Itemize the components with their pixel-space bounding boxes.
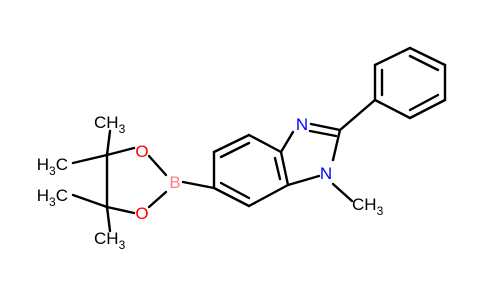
bond-c2-phenyl xyxy=(338,98,377,132)
bond-benzo-double-2 xyxy=(219,181,251,200)
bond-b-o-bottom xyxy=(147,190,168,209)
bond-n1-methyl xyxy=(331,182,354,203)
atom-o-bottom: O xyxy=(135,204,148,223)
atom-n1: N xyxy=(320,164,332,183)
bond-c5-boron xyxy=(181,180,216,190)
bond-n3-c3a xyxy=(279,130,295,154)
bond-o-top-c xyxy=(105,146,136,157)
phenyl-ring xyxy=(373,46,447,120)
bond-b-o-top xyxy=(147,154,168,177)
label-n-methyl: CH3 xyxy=(352,195,384,218)
bond-ph-double-2 xyxy=(408,93,440,112)
bond-c2-n3 xyxy=(309,122,342,132)
imidazole-ring xyxy=(279,98,377,203)
label-methyl-upper-left: H3C xyxy=(37,155,68,178)
bond-c3a-c4 xyxy=(247,133,283,154)
bond-methyl-lower-left xyxy=(71,193,109,209)
bond-methyl-bottom xyxy=(105,205,112,233)
bond-n1-c7a xyxy=(286,174,321,187)
bond-c6-c7 xyxy=(212,186,251,208)
bond-methyl-top xyxy=(105,129,112,157)
label-methyl-bottom: CH3 xyxy=(94,229,126,252)
bond-ph-5 xyxy=(373,98,412,120)
bond-ph-4 xyxy=(408,98,447,120)
atom-boron: B xyxy=(169,173,180,192)
label-methyl-top: CH3 xyxy=(94,113,126,136)
bond-ph-2 xyxy=(408,46,447,67)
bond-benzo-double-1 xyxy=(219,141,251,159)
bond-c7a-c3a xyxy=(279,150,290,187)
bond-c2-n1 xyxy=(331,128,342,162)
bond-benzo-double-3 xyxy=(273,156,282,181)
bond-methyl-upper-left xyxy=(71,153,109,165)
bond-c7-c7a xyxy=(247,183,290,208)
bond-ph-1 xyxy=(373,46,412,67)
benzo-ring xyxy=(212,133,290,208)
atom-o-top: O xyxy=(135,142,148,161)
bond-o-bottom-c xyxy=(105,205,136,215)
bond-c2-n3-double xyxy=(308,129,338,138)
label-methyl-lower-left: H3C xyxy=(37,186,68,209)
bond-c4-c5 xyxy=(212,133,251,154)
atom-n3: N xyxy=(296,115,308,134)
pinacol-boronate xyxy=(71,129,216,233)
bond-ph-double-1 xyxy=(408,54,440,72)
